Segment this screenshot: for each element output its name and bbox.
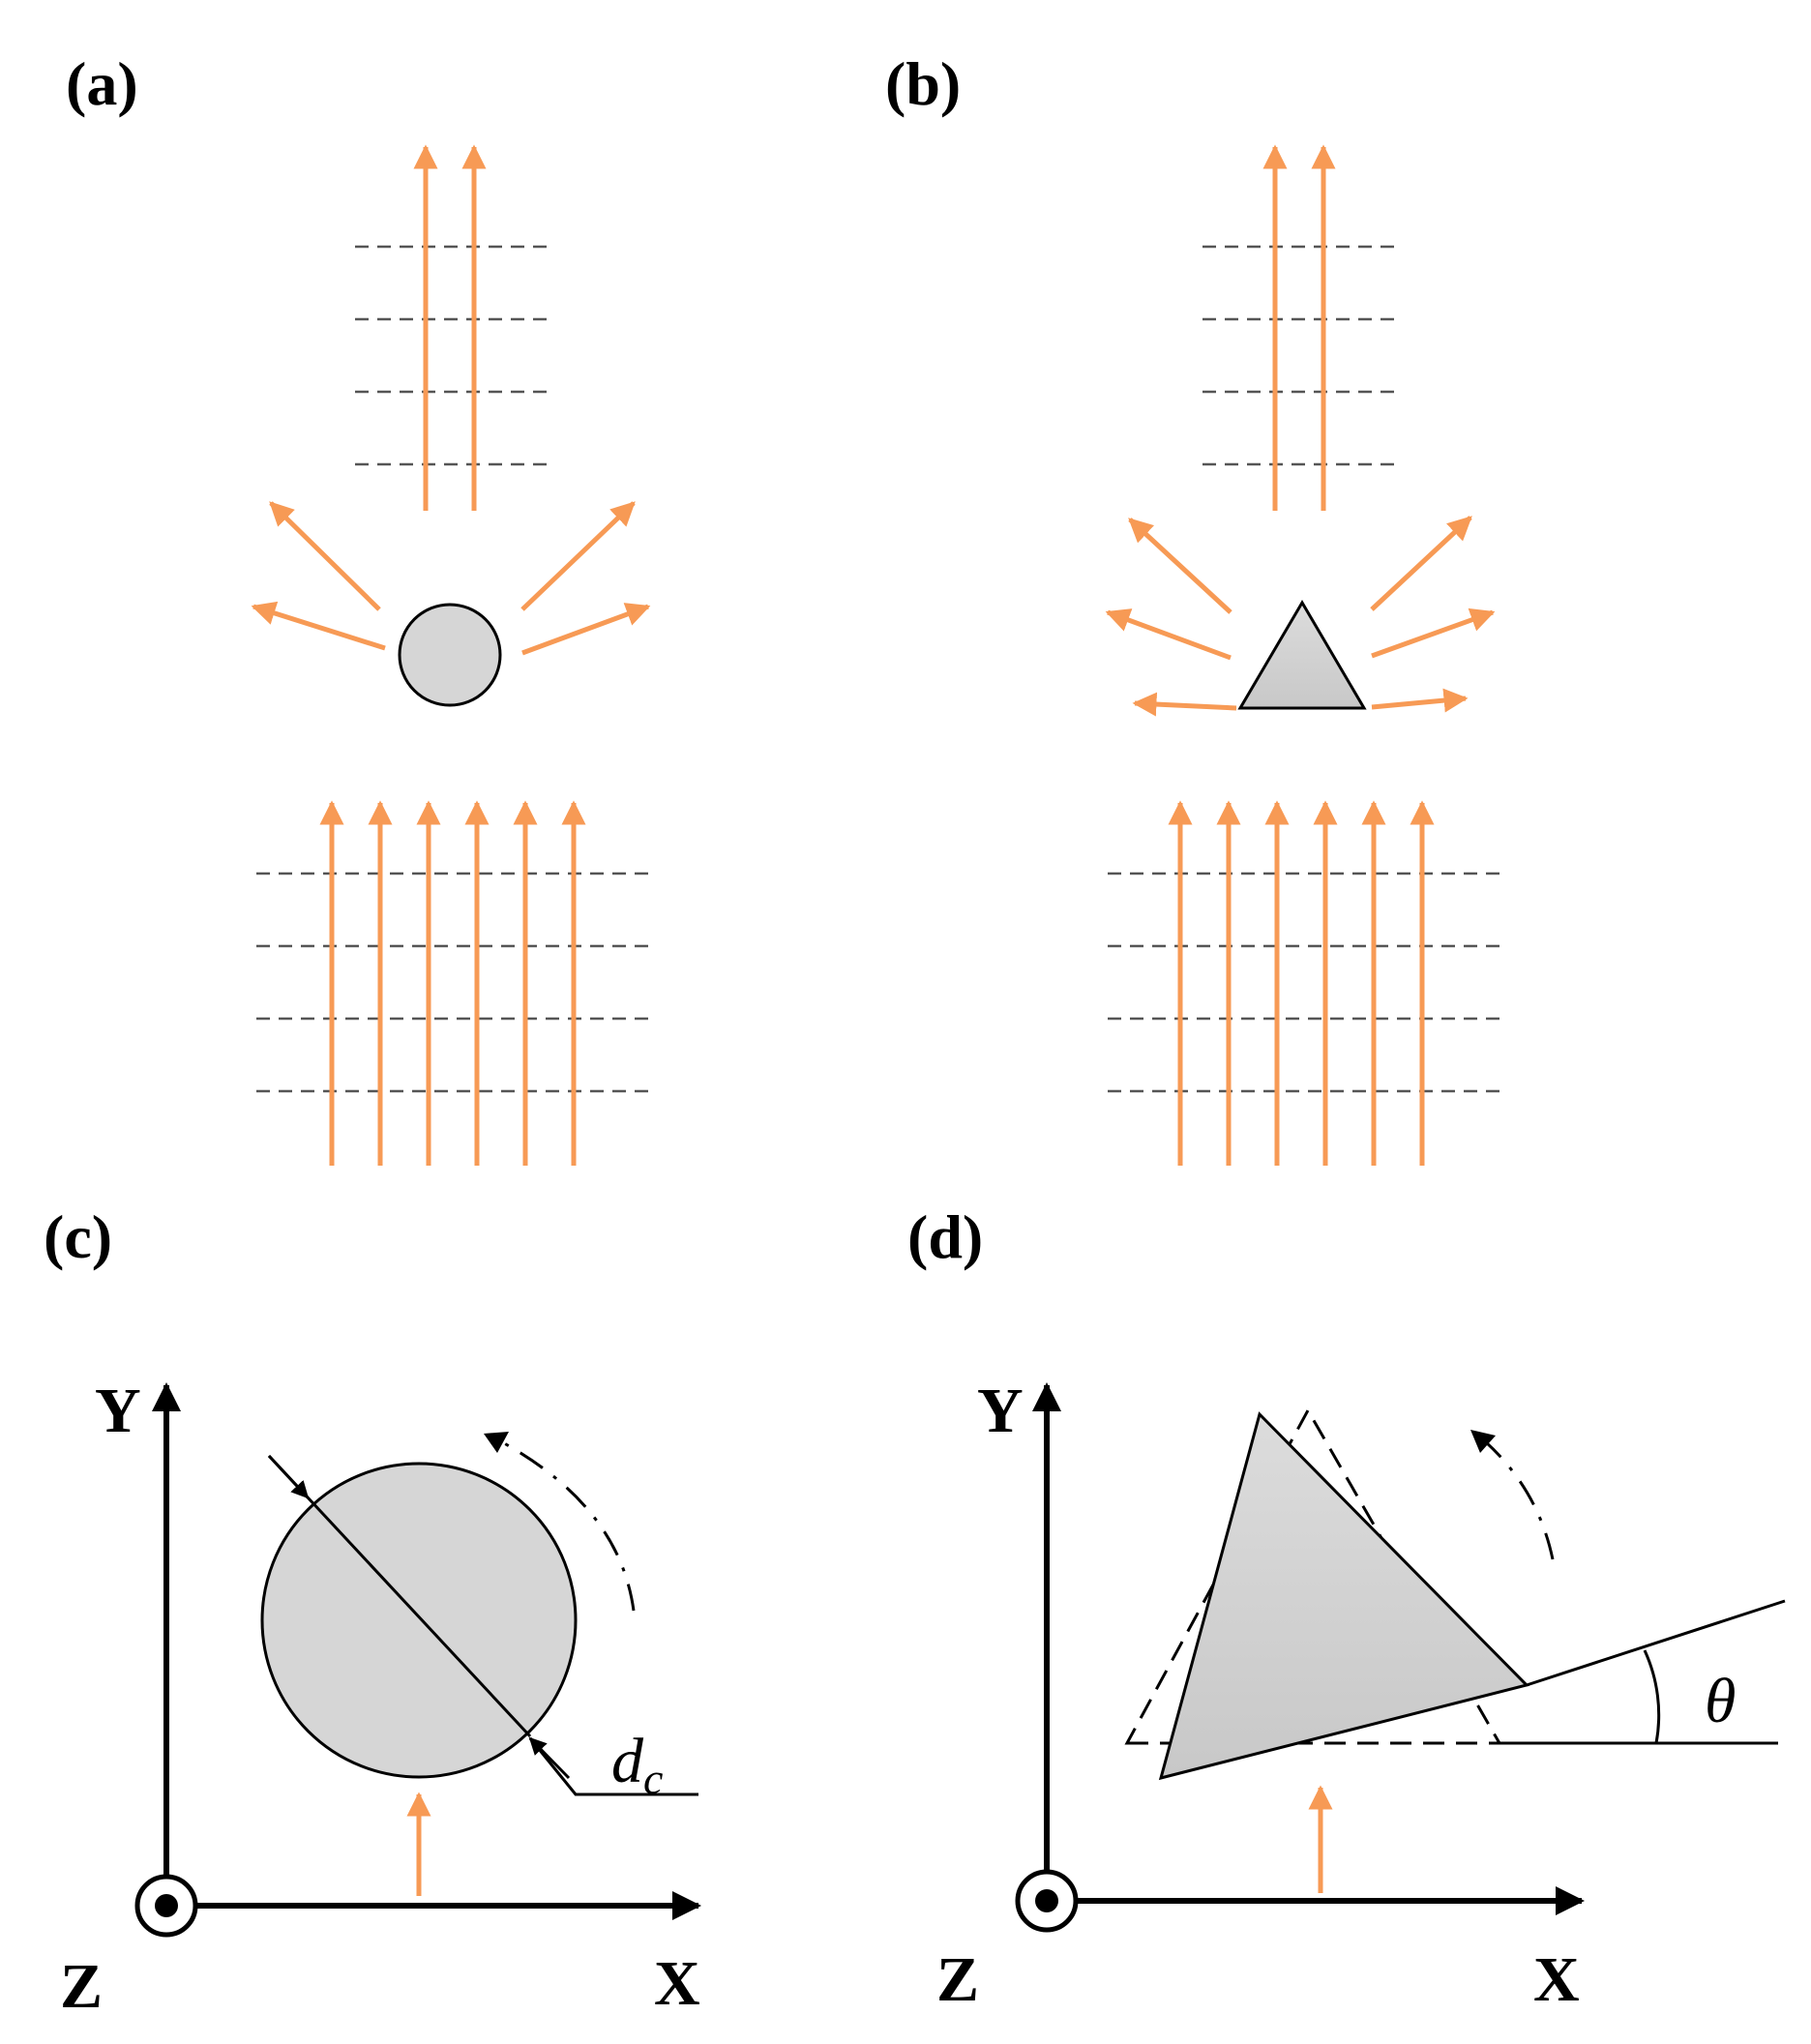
panel-a: (a)	[66, 49, 651, 1166]
incident-rays-a	[319, 800, 586, 1166]
triangular-cylinder-b	[1237, 600, 1367, 710]
z-axis-label-c: Z	[60, 1951, 103, 2022]
panel-d-label: (d)	[907, 1202, 983, 1271]
y-axis-label-c: Y	[95, 1376, 141, 1446]
panel-c: (c) Y X Z dc	[44, 1202, 701, 2022]
scattered-rays-b	[1105, 516, 1496, 717]
angle-arc	[1643, 1649, 1661, 1744]
incident-wavefronts-b	[1108, 872, 1499, 1093]
axes-d	[1015, 1382, 1585, 1933]
diameter-dimension	[267, 1454, 698, 1796]
panel-d: (d) Y X Z θ	[907, 1202, 1786, 2015]
transmitted-rays-a	[413, 144, 487, 511]
diameter-label: dc	[611, 1726, 663, 1803]
transmitted-wavefronts-b	[1202, 245, 1401, 466]
x-axis-label-c: X	[654, 1948, 700, 2019]
transmitted-rays-b	[1262, 144, 1336, 511]
scattered-rays-a	[251, 501, 651, 656]
inclined-base-line	[1526, 1599, 1786, 1687]
rotation-arrow-c	[494, 1437, 636, 1612]
incident-wavefronts-a	[256, 872, 648, 1093]
z-axis-label-d: Z	[936, 1944, 979, 2015]
rotation-arrowhead-d	[1470, 1430, 1496, 1453]
transmitted-wavefronts-a	[355, 245, 551, 466]
panel-b-label: (b)	[885, 49, 961, 118]
circular-cylinder-a	[398, 603, 502, 707]
rotation-arrow-d	[1483, 1439, 1555, 1560]
incident-rays-b	[1168, 800, 1435, 1166]
axes-c	[134, 1382, 701, 1938]
rotation-arrowhead-c	[484, 1432, 509, 1453]
circular-cylinder-c	[260, 1462, 578, 1779]
y-axis-label-d: Y	[977, 1376, 1024, 1446]
panel-c-label: (c)	[44, 1202, 112, 1271]
panel-a-label: (a)	[66, 49, 138, 118]
x-axis-label-d: X	[1533, 1944, 1580, 2015]
panel-b: (b)	[885, 49, 1499, 1166]
rotated-triangular-cylinder-d	[1158, 1411, 1529, 1781]
angle-label: θ	[1705, 1666, 1736, 1736]
